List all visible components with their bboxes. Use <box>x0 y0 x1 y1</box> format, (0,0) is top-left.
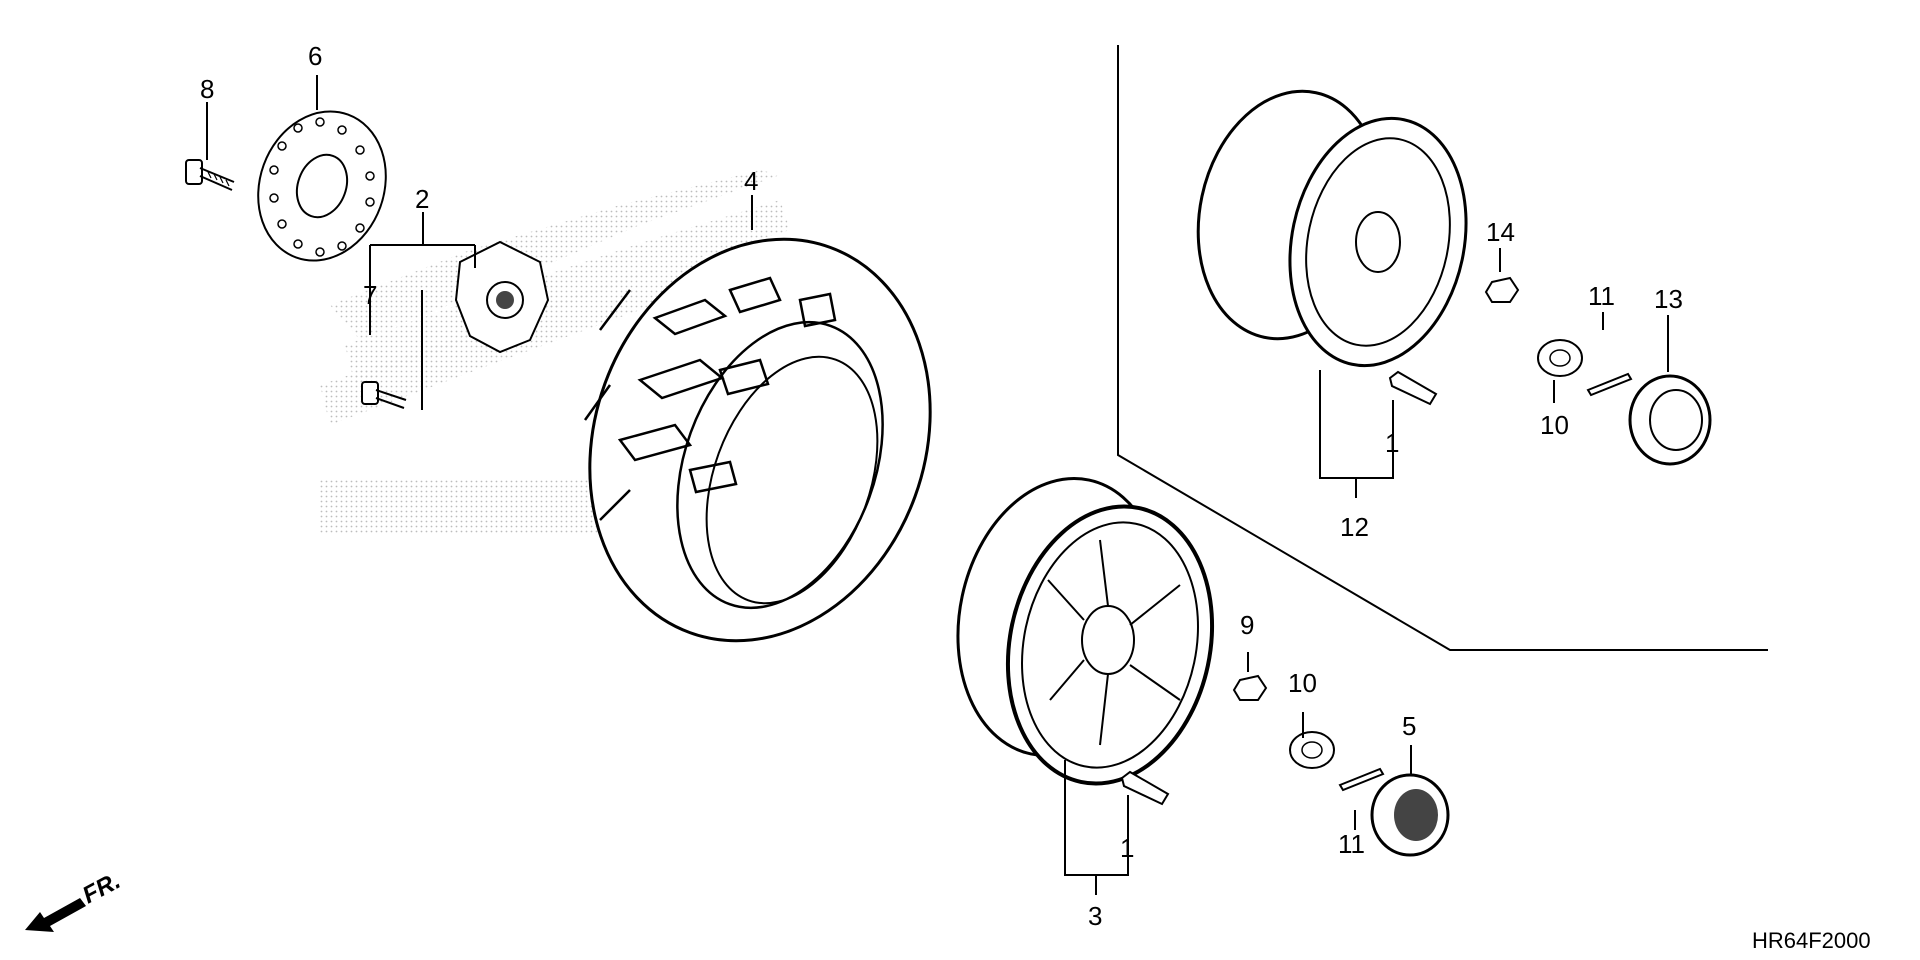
callout-4: 4 <box>744 166 758 196</box>
brake-disc-icon <box>257 110 387 262</box>
callout-8: 8 <box>200 74 214 104</box>
wheel-hub-icon <box>454 240 550 354</box>
callout-9: 9 <box>1240 610 1254 640</box>
callout-11-lower: 11 <box>1338 829 1365 859</box>
callout-12: 12 <box>1340 512 1369 542</box>
diagram-code: HR64F2000 <box>1752 928 1871 953</box>
nut-icon <box>1232 276 1520 701</box>
cotter-pin-icon <box>1338 372 1633 792</box>
optional-wheel-icon <box>1196 89 1468 368</box>
optional-wheel-frame <box>1117 45 1768 651</box>
front-direction-arrow-icon <box>25 898 86 932</box>
front-wheel-icon <box>956 476 1215 786</box>
callout-6: 6 <box>308 41 322 71</box>
callout-10-lower: 10 <box>1288 668 1317 698</box>
callout-14: 14 <box>1486 217 1515 247</box>
front-direction-label: FR. <box>78 867 125 909</box>
callout-11-upper: 11 <box>1588 281 1615 311</box>
callout-10-upper: 10 <box>1540 410 1569 440</box>
callout-5: 5 <box>1402 711 1416 741</box>
valve-stem-icon <box>1120 370 1438 806</box>
bolt-icon <box>185 159 235 191</box>
stud-bolt-icon <box>361 381 407 409</box>
callout-3: 3 <box>1088 901 1102 931</box>
callout-1-upper: 1 <box>1385 428 1399 458</box>
hub-nut-icon <box>1289 339 1583 769</box>
hub-cap-icon <box>1370 374 1712 857</box>
callout-1-lower: 1 <box>1120 833 1134 863</box>
callout-7: 7 <box>363 280 377 310</box>
tire-icon <box>583 237 932 643</box>
callout-2: 2 <box>415 184 429 214</box>
leader-lines <box>206 75 1669 895</box>
callout-13: 13 <box>1654 284 1683 314</box>
